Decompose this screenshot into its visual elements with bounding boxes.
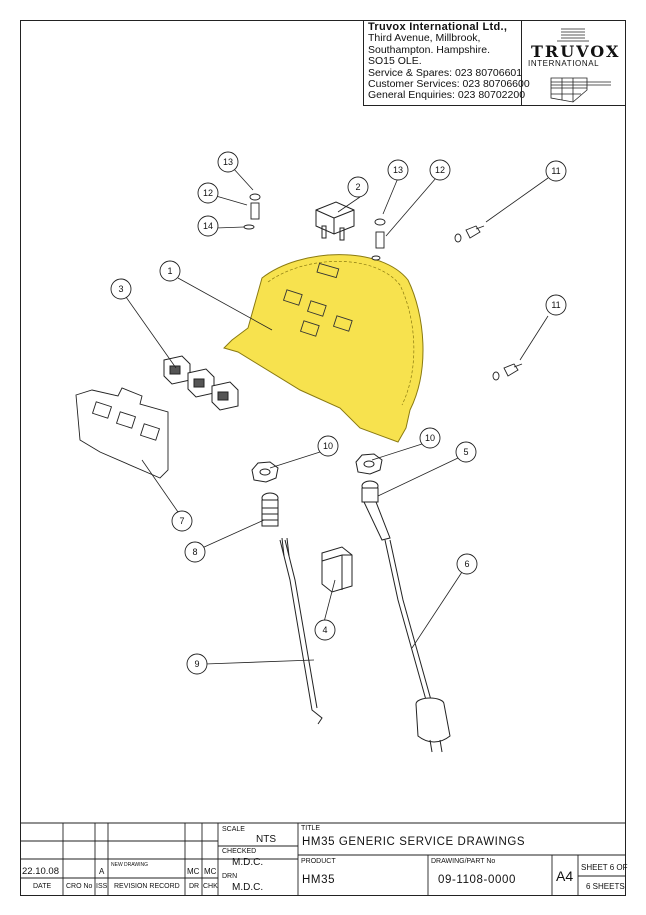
sheet-total: 6 SHEETS — [586, 882, 625, 891]
revision-chk: MC — [204, 867, 217, 876]
logo-box — [521, 20, 626, 106]
logo-graphic — [550, 28, 611, 103]
motor-plug — [415, 697, 451, 753]
part-label: 10 — [425, 433, 435, 443]
header-block — [363, 20, 626, 106]
drawing-number-label: DRAWING/PART No — [431, 858, 496, 865]
part-label: 2 — [355, 182, 360, 192]
housing-cover — [223, 254, 424, 443]
checked-value: M.D.C. — [232, 857, 264, 868]
part-label: 12 — [435, 165, 445, 175]
address-line: Southampton. Hampshire. — [368, 43, 490, 56]
address-line: Third Avenue, Millbrook, — [368, 32, 481, 45]
lock-nut-right — [355, 453, 383, 475]
drawing-title: HM35 GENERIC SERVICE DRAWINGS — [302, 836, 526, 848]
revision-date: 22.10.08 — [22, 866, 59, 877]
leader-lines — [125, 167, 549, 665]
switch-bank — [163, 355, 239, 411]
header-date: DATE — [33, 883, 52, 890]
scale-value: NTS — [256, 834, 276, 845]
checked-label: CHECKED — [222, 848, 257, 855]
drn-value: M.D.C. — [232, 882, 264, 893]
scale-label: SCALE — [222, 826, 245, 833]
screw-11-upper — [454, 225, 485, 243]
screw-11-lower — [492, 363, 523, 381]
contact-line: Service & Spares: 023 80706601 — [368, 66, 523, 79]
part-label: 12 — [203, 188, 213, 198]
part-label: 6 — [464, 559, 469, 569]
logo-wordmark: TRUVOX — [531, 42, 621, 61]
rocker-switch — [315, 201, 355, 241]
capacitor — [321, 546, 353, 593]
product-value: HM35 — [302, 874, 336, 886]
part-label: 7 — [179, 516, 184, 526]
part-label: 5 — [463, 447, 468, 457]
fixing-screw-left — [243, 193, 261, 230]
company-name: Truvox International Ltd., — [368, 21, 508, 33]
header-iss: ISS — [96, 883, 108, 890]
header-chk: CHK — [203, 883, 218, 890]
header-revision-record: REVISION RECORD — [114, 883, 180, 890]
contact-line: Customer Services: 023 80706600 — [368, 78, 530, 91]
cable-left — [279, 537, 323, 725]
cable-gland-right — [361, 480, 391, 541]
title-block-grid — [20, 822, 626, 896]
cable-right — [384, 539, 432, 701]
part-label: 1 — [167, 266, 172, 276]
part-label: 11 — [551, 300, 560, 310]
part-label: 4 — [322, 625, 327, 635]
part-balloons — [110, 151, 567, 675]
part-label: 13 — [393, 165, 403, 175]
company-info: Truvox International Ltd., Third Avenue,… — [368, 21, 530, 102]
revision-issue: A — [99, 867, 105, 876]
logo-subtitle: INTERNATIONAL — [528, 59, 600, 68]
title-label: TITLE — [301, 825, 321, 832]
product-label: PRODUCT — [301, 858, 336, 865]
drawing-sheet-border — [20, 20, 626, 896]
part-label: 11 — [551, 166, 560, 176]
revision-dr: MC — [187, 867, 200, 876]
fixing-screw-right — [371, 218, 386, 261]
revision-record: NEW DRAWING — [111, 862, 149, 868]
lock-nut-left — [251, 461, 279, 483]
part-label: 9 — [194, 659, 199, 669]
cable-gland-left — [261, 492, 279, 527]
contact-line: General Enquiries: 023 80702200 — [368, 89, 526, 102]
sheet-number: SHEET 6 OF — [581, 863, 628, 872]
part-label: 14 — [203, 221, 213, 231]
header-dr: DR — [189, 883, 200, 890]
paper-size: A4 — [556, 868, 574, 884]
label-panel — [75, 387, 169, 479]
part-label: 8 — [192, 547, 197, 557]
drn-label: DRN — [222, 873, 238, 880]
drawing-number: 09-1108-0000 — [438, 874, 516, 886]
address-line: SO15 OLE. — [368, 55, 422, 68]
part-label: 13 — [223, 157, 233, 167]
header-cro: CRO No — [66, 883, 93, 890]
part-label: 10 — [323, 441, 333, 451]
part-label: 3 — [118, 284, 123, 294]
